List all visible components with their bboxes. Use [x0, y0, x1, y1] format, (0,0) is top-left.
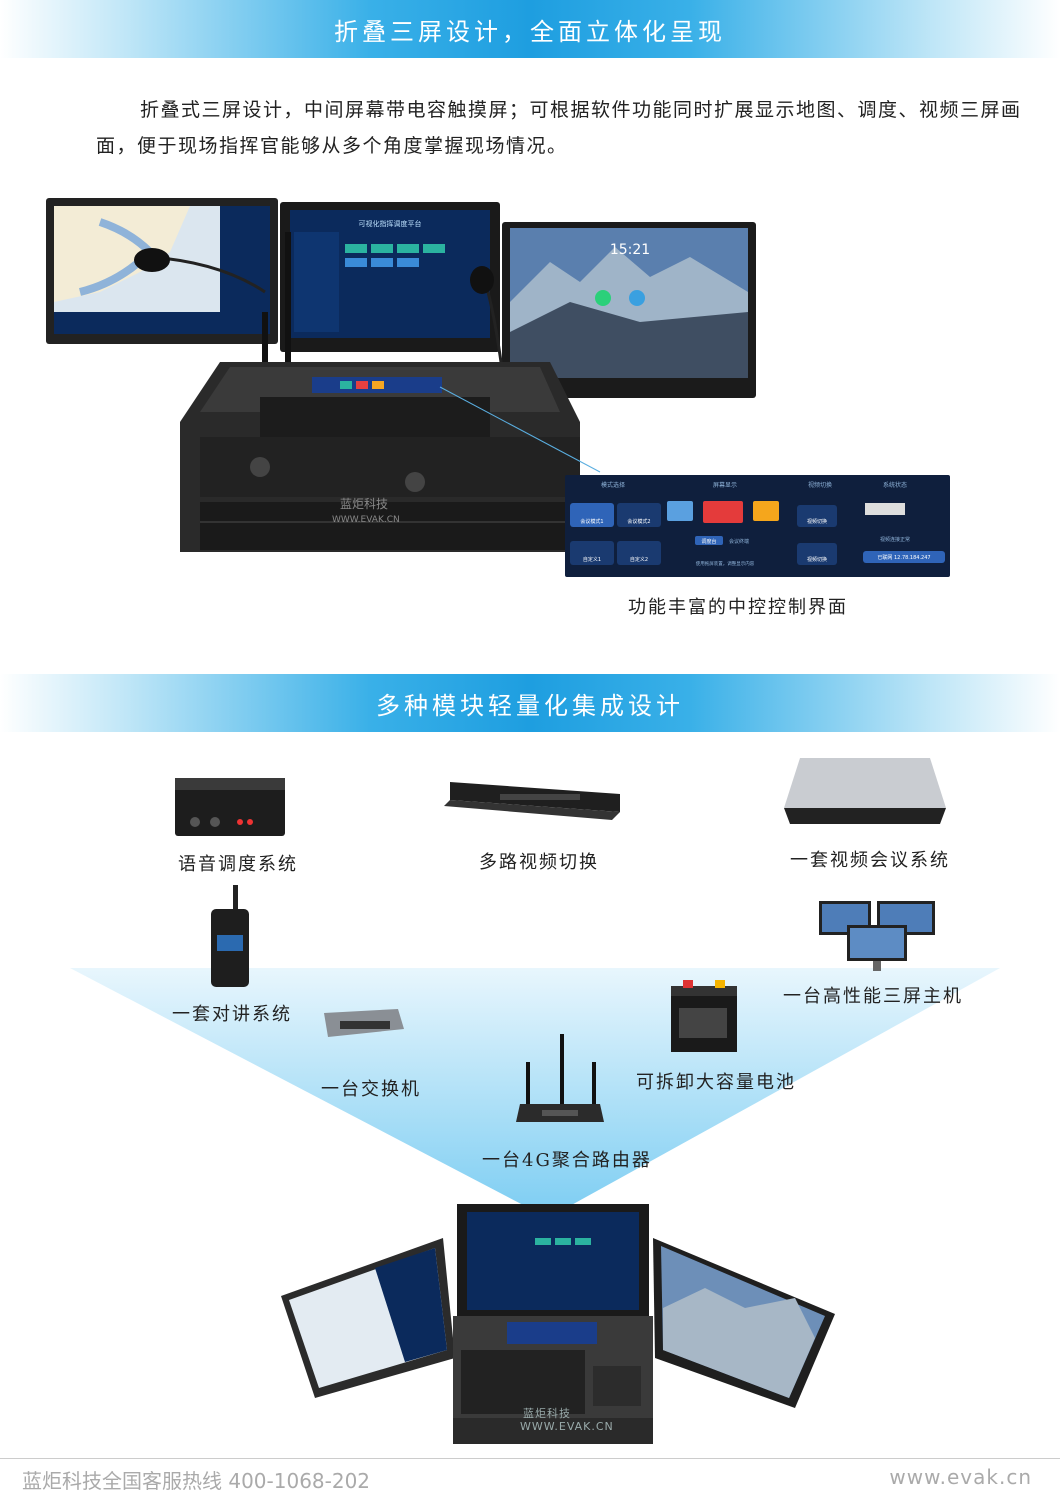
- module-label-intercom: 一套对讲系统: [172, 1004, 292, 1025]
- video-button-2[interactable]: 视频切换: [807, 556, 827, 563]
- video-button-1[interactable]: 视频切换: [807, 518, 827, 525]
- panel-header-display: 屏幕显示: [713, 481, 737, 489]
- footer-divider: [0, 1458, 1060, 1459]
- module-label-switch: 一台交换机: [321, 1079, 421, 1100]
- battery-image: [671, 980, 737, 1052]
- footer-website[interactable]: www.evak.cn: [889, 1465, 1032, 1489]
- footer-hotline: 蓝炬科技全国客服热线 400-1068-202: [22, 1469, 371, 1493]
- panel-header-video: 视频切换: [808, 481, 832, 489]
- display-note: 使用拖屏装置，调整显示内容: [696, 560, 755, 567]
- mode-button-2[interactable]: 会议模式2: [627, 518, 650, 525]
- walkie-talkie-image: [211, 885, 249, 987]
- section2-title: 多种模块轻量化集成设计: [376, 692, 684, 720]
- section1-intro: 折叠式三屏设计，中间屏幕带电容触摸屏；可根据软件功能同时扩展显示地图、调度、视频…: [96, 99, 1022, 157]
- panel-header-status: 系统状态: [883, 481, 907, 489]
- status-label: 视频连接正常: [880, 536, 910, 543]
- funnel-background: [70, 968, 1000, 1218]
- 4g-router-image: [516, 1034, 604, 1122]
- device-center-title: 可视化指挥调度平台: [359, 219, 422, 228]
- mode-button-1[interactable]: 会议模式1: [580, 518, 603, 525]
- device-watermark-brand: 蓝炬科技: [340, 497, 388, 511]
- section1-banner: 折叠三屏设计，全面立体化呈现: [0, 0, 1060, 58]
- display-button-dispatch[interactable]: 调度台: [701, 538, 716, 545]
- bottom-watermark-brand: 蓝炬科技: [523, 1407, 571, 1420]
- device-watermark-url: WWW.EVAK.CN: [332, 515, 400, 525]
- tri-screen-device-image: 可视化指挥调度平台 15:21 蓝炬科技 WWW.EVAK.CN: [46, 198, 756, 552]
- module-label-video-switch: 多路视频切换: [479, 852, 599, 873]
- mode-button-4[interactable]: 自定义2: [630, 556, 648, 563]
- device-clock: 15:21: [610, 242, 650, 258]
- video-conference-device-image: [784, 758, 946, 824]
- module-label-router: 一台4G聚合路由器: [482, 1150, 652, 1171]
- network-switch-image: [324, 1009, 404, 1037]
- video-switcher-device-image: [444, 782, 620, 820]
- section1-title: 折叠三屏设计，全面立体化呈现: [334, 18, 726, 46]
- module-label-voice: 语音调度系统: [178, 854, 298, 875]
- module-label-video-conference: 一套视频会议系统: [790, 850, 950, 871]
- unfolded-device-image: [281, 1204, 835, 1444]
- control-panel-screen-image: 模式选择 屏幕显示 视频切换 系统状态 会议模式1 会议模式2 自定义1 自定义…: [565, 475, 950, 577]
- module-label-battery: 可拆卸大容量电池: [636, 1072, 796, 1093]
- control-panel-caption: 功能丰富的中控控制界面: [628, 597, 848, 618]
- voice-dispatch-device-image: [175, 778, 285, 836]
- display-button-meeting[interactable]: 会议终端: [729, 538, 749, 545]
- status-ip: 已联网 12.78.184.247: [877, 554, 930, 561]
- bottom-watermark-url: WWW.EVAK.CN: [520, 1420, 614, 1433]
- mode-button-3[interactable]: 自定义1: [583, 556, 601, 563]
- module-label-host: 一台高性能三屏主机: [783, 986, 963, 1007]
- section2-banner: 多种模块轻量化集成设计: [0, 674, 1060, 732]
- panel-header-mode: 模式选择: [601, 481, 625, 489]
- three-screen-host-image: [819, 901, 935, 971]
